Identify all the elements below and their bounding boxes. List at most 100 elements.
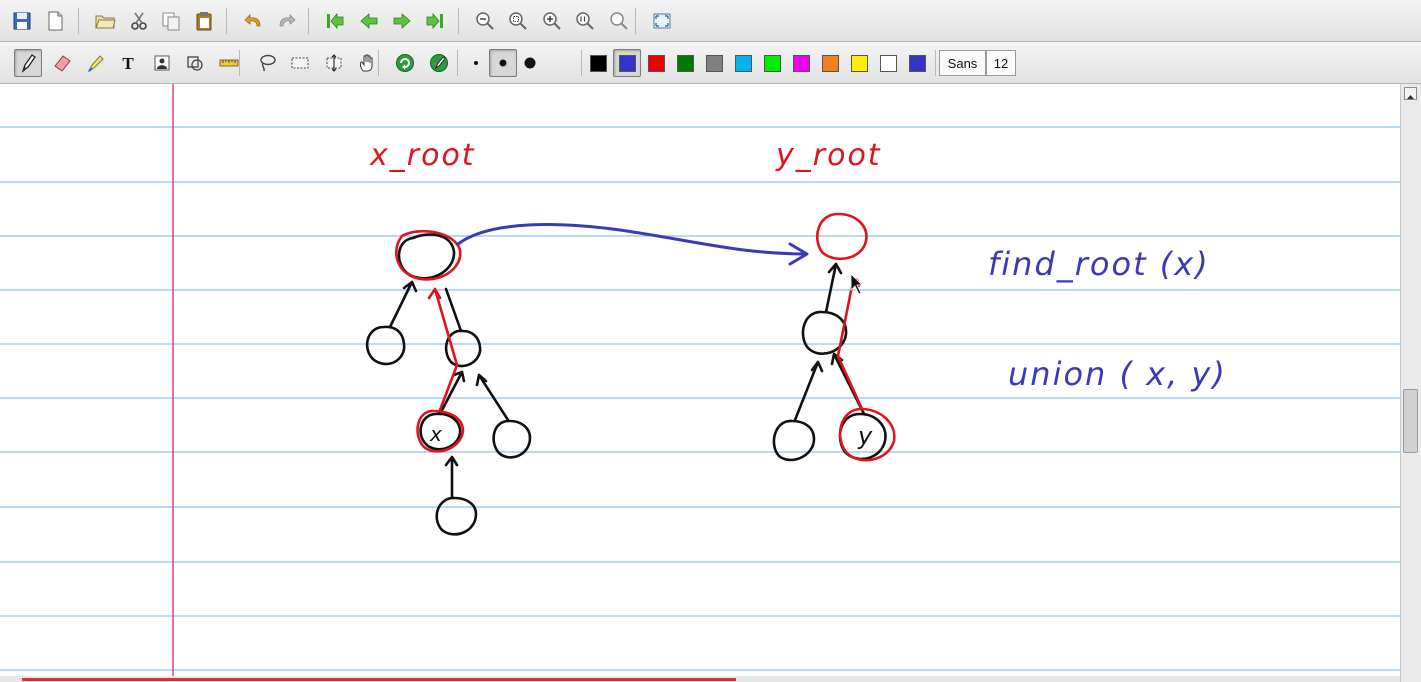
default-pen-button[interactable] [425, 49, 453, 77]
medium-pen-icon [492, 52, 514, 74]
vertical-space-button[interactable] [320, 49, 348, 77]
toolbar-separator [226, 8, 227, 34]
vertical-space-icon [323, 52, 345, 74]
thick-pen-button[interactable] [516, 49, 544, 77]
fullscreen-button[interactable] [648, 7, 676, 35]
vertical-scrollbar[interactable] [1400, 84, 1421, 682]
text-tool-icon: T [117, 52, 139, 74]
zoom-in-button[interactable] [538, 7, 566, 35]
color-blue-button[interactable] [613, 49, 641, 77]
color-gray-swatch-icon [705, 54, 723, 72]
ruler-icon [218, 52, 240, 74]
edge-leaf-root [388, 280, 418, 329]
toolbar-separator [308, 8, 309, 34]
color-green-button[interactable] [671, 49, 699, 77]
open-folder-button[interactable] [91, 7, 119, 35]
cut-button[interactable] [125, 7, 153, 35]
eraser-tool-icon [51, 52, 73, 74]
text-tool-button[interactable]: T [114, 49, 142, 77]
playback-bar[interactable] [0, 676, 1400, 682]
scroll-up-button[interactable] [1404, 87, 1417, 100]
toolbar-separator [457, 50, 458, 76]
hand-tool-button[interactable] [353, 49, 381, 77]
ruler-button[interactable] [215, 49, 243, 77]
scroll-up-arrow-icon [1407, 95, 1414, 99]
medium-pen-button[interactable] [489, 49, 517, 77]
x-root-label: x_root [369, 138, 476, 173]
node-y-letter: y [857, 422, 874, 450]
first-page-button[interactable] [321, 7, 349, 35]
previous-page-button[interactable] [355, 7, 383, 35]
color-green-swatch-icon [676, 54, 694, 72]
zoom-out-icon [474, 10, 496, 32]
color-yellow-button[interactable] [845, 49, 873, 77]
thick-pen-icon [519, 52, 541, 74]
color-black-button[interactable] [584, 49, 612, 77]
node-left-leaf [365, 325, 406, 366]
zoom-out-button[interactable] [471, 7, 499, 35]
x-root-circle [395, 229, 462, 281]
hand-tool-icon [356, 52, 378, 74]
node-bottom [435, 496, 478, 536]
highlighter-tool-icon [84, 52, 106, 74]
mouse-cursor-icon [850, 273, 863, 295]
union-label: union ( x, y) [1008, 355, 1227, 393]
toolbar-separator [78, 8, 79, 34]
redo-icon [275, 10, 297, 32]
color-yellow-swatch-icon [850, 54, 868, 72]
edge-bottom-x [444, 455, 459, 499]
lasso-select-button[interactable] [253, 49, 281, 77]
toolbar-separator [581, 50, 582, 76]
scroll-thumb[interactable] [1403, 389, 1418, 453]
highlighter-tool-button[interactable] [81, 49, 109, 77]
color-magenta-button[interactable] [787, 49, 815, 77]
next-page-button[interactable] [388, 7, 416, 35]
toolbar-separator [635, 8, 636, 34]
zoom-fit-button[interactable] [504, 7, 532, 35]
color-orange-button[interactable] [816, 49, 844, 77]
image-tool-icon [151, 52, 173, 74]
main-toolbar [0, 0, 1421, 42]
paste-button[interactable] [190, 7, 218, 35]
pen-tool-icon [17, 52, 39, 74]
color-black-swatch-icon [589, 54, 607, 72]
last-page-button[interactable] [421, 7, 449, 35]
default-tool-button[interactable] [391, 49, 419, 77]
color-light-blue-button[interactable] [729, 49, 757, 77]
shape-recognizer-button[interactable] [181, 49, 209, 77]
font-name-button[interactable]: Sans [939, 50, 986, 76]
thin-pen-button[interactable] [462, 49, 490, 77]
node-right-leaf [772, 419, 816, 462]
copy-button[interactable] [157, 7, 185, 35]
y-root-label: y_root [775, 138, 882, 173]
svg-text:T: T [122, 54, 134, 73]
eraser-tool-button[interactable] [48, 49, 76, 77]
zoom-width-button[interactable] [605, 7, 633, 35]
undo-button[interactable] [240, 7, 268, 35]
font-size-button[interactable]: 12 [986, 50, 1016, 76]
last-page-icon [424, 10, 446, 32]
current-color-swatch-icon [908, 54, 926, 72]
color-white-button[interactable] [874, 49, 902, 77]
rectangle-select-button[interactable] [286, 49, 314, 77]
node-y-highlight [838, 407, 896, 462]
save-button[interactable] [8, 7, 36, 35]
lasso-select-icon [256, 52, 278, 74]
default-pen-icon [428, 52, 450, 74]
pen-tool-button[interactable] [14, 49, 42, 77]
redo-button[interactable] [272, 7, 300, 35]
zoom-actual-size-button[interactable] [571, 7, 599, 35]
edge-mid-root [444, 287, 463, 333]
edge-mid-yroot [824, 262, 843, 314]
color-red-button[interactable] [642, 49, 670, 77]
color-gray-button[interactable] [700, 49, 728, 77]
image-tool-button[interactable] [148, 49, 176, 77]
next-page-icon [391, 10, 413, 32]
new-page-button[interactable] [41, 7, 69, 35]
previous-page-icon [358, 10, 380, 32]
color-light-green-button[interactable] [758, 49, 786, 77]
edge-rightleaf-mid [475, 373, 510, 422]
current-color-button[interactable] [903, 49, 931, 77]
